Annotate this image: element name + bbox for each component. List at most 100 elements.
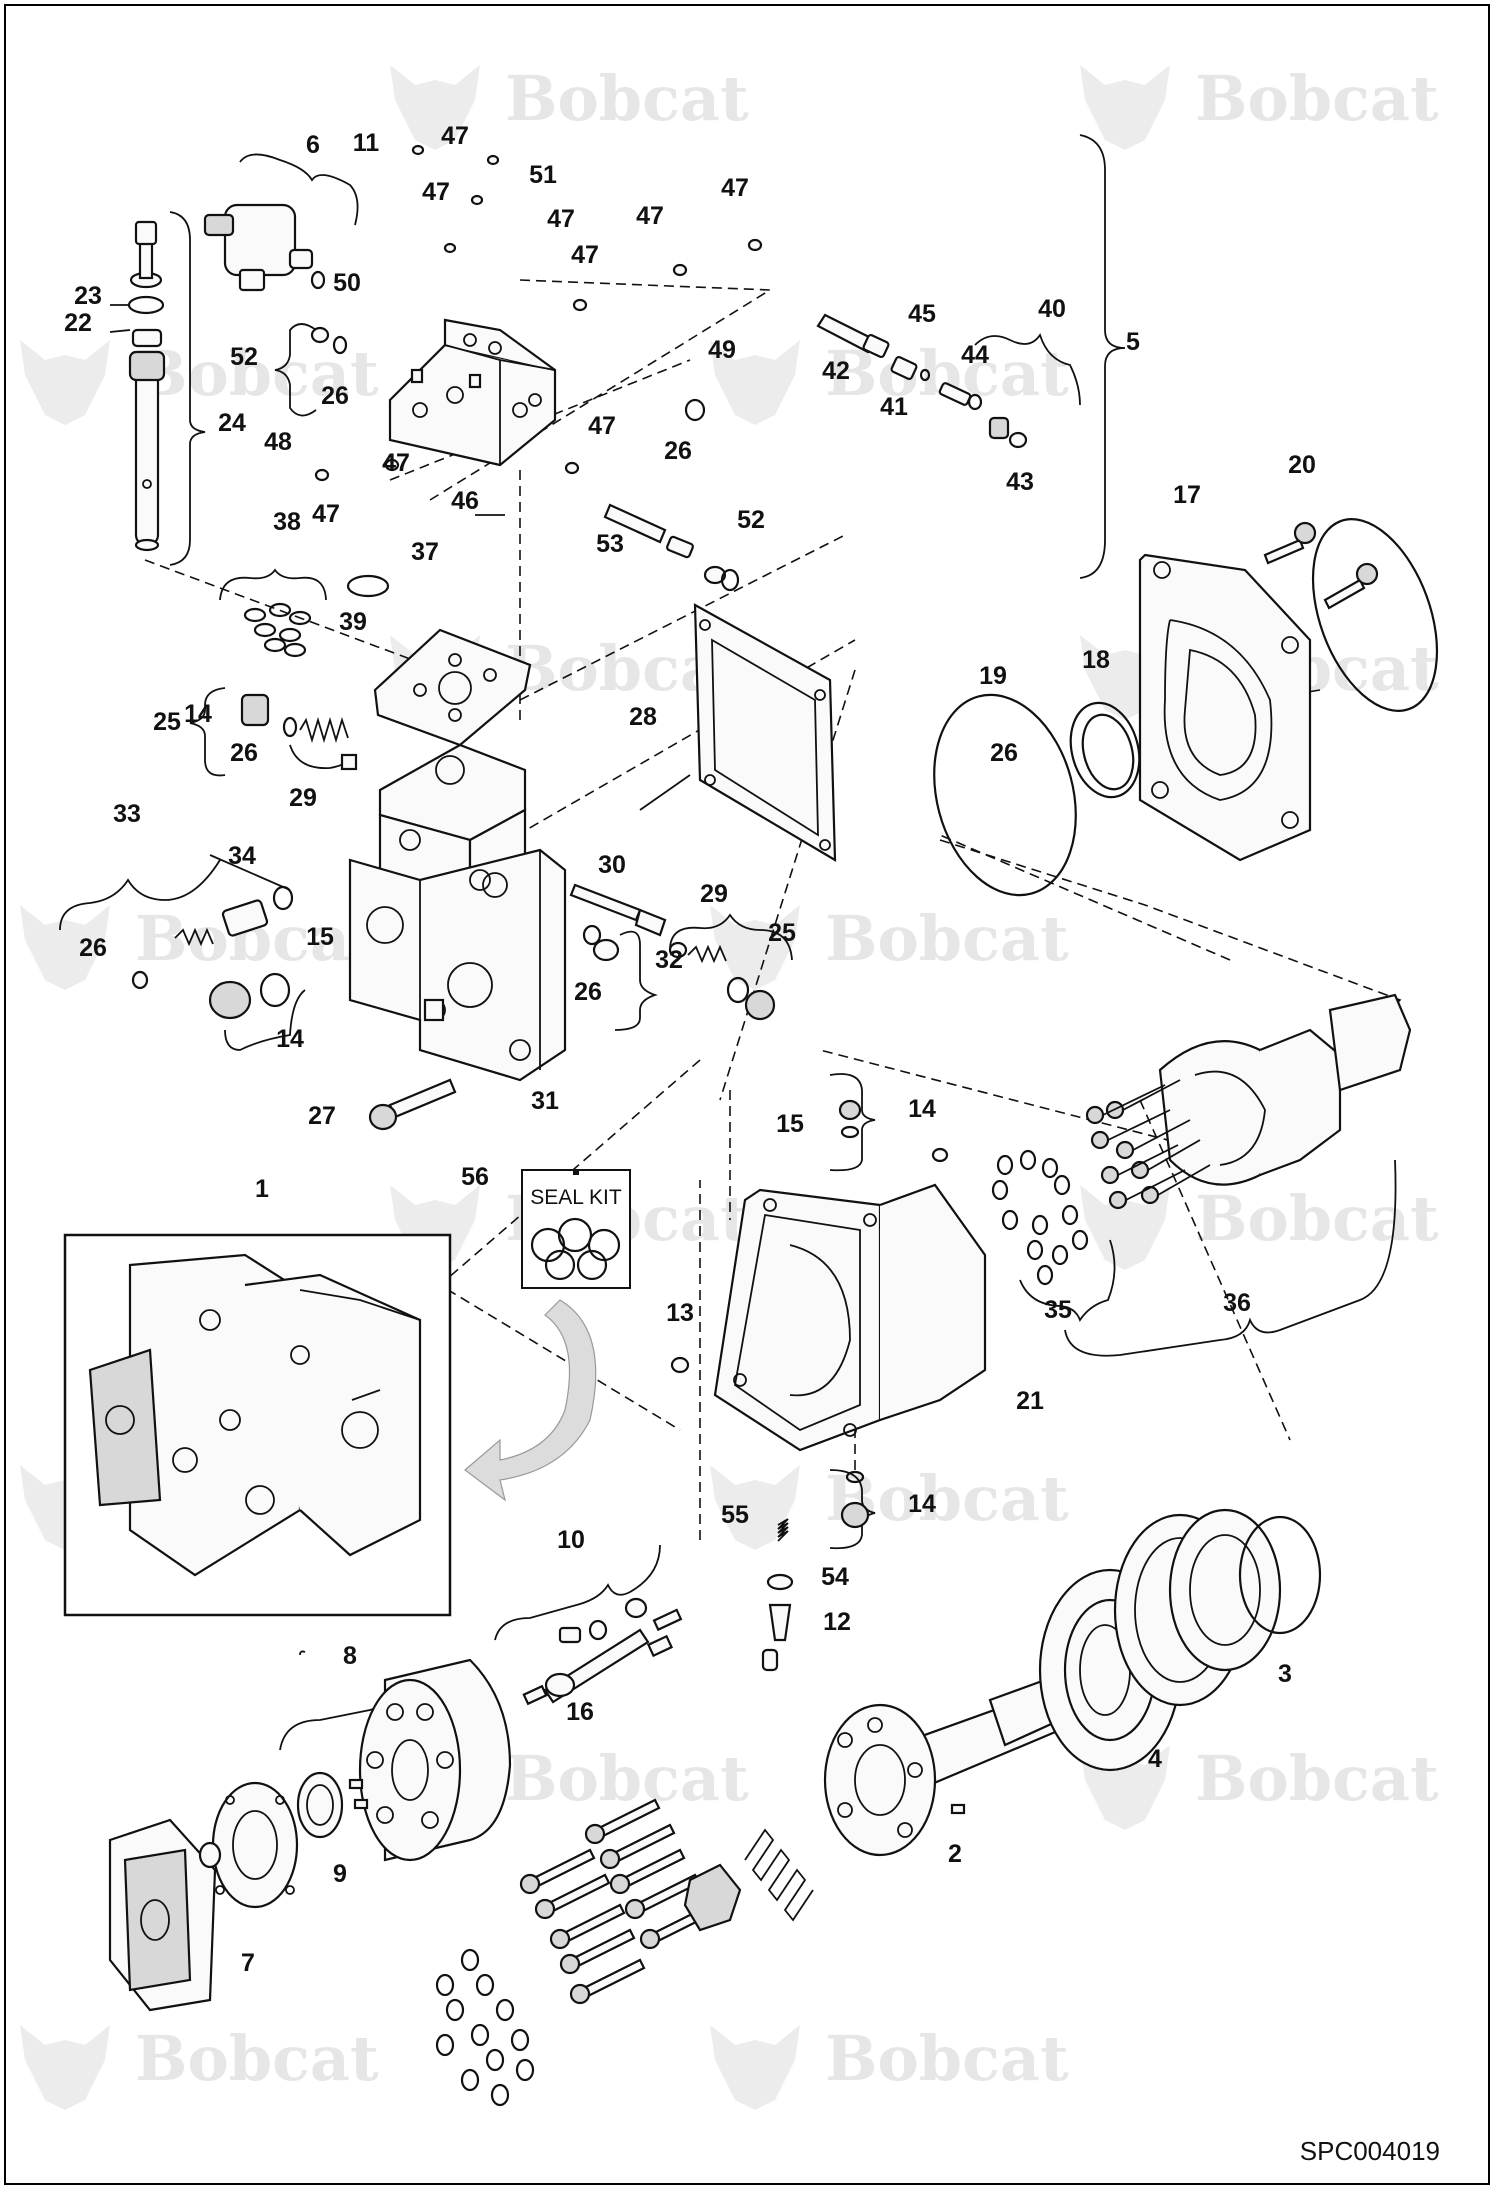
- part-22-23-washers: [127, 220, 165, 315]
- callout-2: 2: [948, 1840, 962, 1868]
- bolt-head: [569, 1983, 591, 2005]
- callout-52: 52: [737, 506, 765, 534]
- callout-18: 18: [1082, 646, 1110, 674]
- o-ring: [435, 1973, 455, 1997]
- watermark-text: Bobcat: [1195, 62, 1439, 135]
- callout-34: 34: [228, 842, 256, 870]
- bolt-head: [609, 1873, 631, 1895]
- watermark-logo: Bobcat: [710, 2022, 1069, 2110]
- callout-22: 22: [64, 309, 92, 337]
- watermark-logo: Bobcat: [20, 2022, 379, 2110]
- callout-27: 27: [308, 1102, 336, 1130]
- bolt-head: [624, 1898, 646, 1920]
- o-ring: [490, 2083, 510, 2107]
- part-36-rotary-group: [1158, 993, 1412, 1186]
- callout-33: 33: [113, 800, 141, 828]
- o-ring: [485, 2048, 505, 2072]
- callout-26: 26: [574, 978, 602, 1006]
- part-46-valve-block: [388, 318, 557, 467]
- callout-26: 26: [664, 437, 692, 465]
- part-27-bolt: [368, 1078, 457, 1131]
- callout-14: 14: [276, 1025, 304, 1053]
- callout-47: 47: [588, 412, 616, 440]
- assembly-arrow: [464, 1299, 597, 1502]
- callout-24: 24: [218, 409, 246, 437]
- callout-47: 47: [441, 122, 469, 150]
- callout-28: 28: [629, 703, 657, 731]
- callout-15: 15: [776, 1110, 804, 1138]
- bobcat-head-icon: [390, 65, 480, 150]
- part-6-solenoid: [203, 203, 326, 292]
- callout-39: 39: [339, 608, 367, 636]
- bobcat-head-icon: [20, 340, 110, 425]
- callout-13: 13: [666, 1299, 694, 1327]
- callout-14: 14: [908, 1095, 936, 1123]
- callout-29: 29: [700, 880, 728, 908]
- callout-48: 48: [264, 428, 292, 456]
- watermark-text: Bobcat: [1195, 1182, 1439, 1255]
- part-30-spool: [569, 883, 667, 962]
- part-10-16-center-pin: [522, 1597, 683, 1706]
- o-ring: [470, 2023, 490, 2047]
- seal-kit-label: SEAL KIT: [530, 1186, 622, 1209]
- callout-29: 29: [289, 784, 317, 812]
- callout-21: 21: [1016, 1387, 1044, 1415]
- part-19-large-oring: [933, 693, 1077, 897]
- watermark-logo: Bobcat: [1080, 1742, 1439, 1830]
- callout-8: 8: [343, 1642, 357, 1670]
- watermark-text: Bobcat: [135, 337, 379, 410]
- part-25-29-plug-spring: [240, 693, 358, 771]
- bolt-head: [549, 1928, 571, 1950]
- watermark-text: Bobcat: [135, 2022, 379, 2095]
- bolt-head: [534, 1898, 556, 1920]
- callout-50: 50: [333, 269, 361, 297]
- callout-51: 51: [529, 161, 557, 189]
- callout-4: 4: [1148, 1745, 1162, 1773]
- callout-25: 25: [153, 708, 181, 736]
- watermark-logo: Bobcat: [390, 62, 749, 150]
- alignment-lines: [144, 279, 1402, 1540]
- callout-47: 47: [547, 205, 575, 233]
- callout-47: 47: [422, 178, 450, 206]
- part-14-15-plugs-housing: [670, 1099, 949, 1529]
- watermark-text: Bobcat: [505, 1742, 749, 1815]
- callout-47: 47: [636, 202, 664, 230]
- callout-20: 20: [1288, 451, 1316, 479]
- callout-26: 26: [79, 934, 107, 962]
- bolt-head: [584, 1823, 606, 1845]
- callout-15: 15: [306, 923, 334, 951]
- bobcat-head-icon: [20, 2025, 110, 2110]
- callout-47: 47: [571, 241, 599, 269]
- callout-26: 26: [321, 382, 349, 410]
- o-ring: [460, 1948, 480, 1972]
- callout-45: 45: [908, 300, 936, 328]
- bolt-head: [639, 1928, 661, 1950]
- callout-30: 30: [598, 851, 626, 879]
- callout-42: 42: [822, 357, 850, 385]
- part-28-gasket: [693, 603, 837, 862]
- bolt-head: [559, 1953, 581, 1975]
- part-20-bolts: [1263, 518, 1439, 712]
- callout-47: 47: [721, 174, 749, 202]
- callout-55: 55: [721, 1501, 749, 1529]
- callout-1: 1: [255, 1175, 269, 1203]
- callout-14: 14: [908, 1490, 936, 1518]
- callout-11: 11: [353, 129, 380, 157]
- callout-23: 23: [74, 282, 102, 310]
- callout-9: 9: [333, 1860, 347, 1888]
- callout-38: 38: [273, 508, 301, 536]
- callout-44: 44: [961, 341, 989, 369]
- seal-kit-box: SEAL KIT: [521, 1169, 631, 1289]
- callout-54: 54: [821, 1563, 849, 1591]
- callout-5: 5: [1126, 328, 1140, 356]
- o-ring: [495, 1998, 515, 2022]
- callout-36: 36: [1223, 1289, 1251, 1317]
- o-ring: [435, 2033, 455, 2057]
- callout-56: 56: [461, 1163, 489, 1191]
- callout-37: 37: [411, 538, 439, 566]
- bobcat-head-icon: [710, 340, 800, 425]
- callout-17: 17: [1173, 481, 1201, 509]
- part-53-spool: [603, 503, 740, 592]
- callout-47: 47: [312, 500, 340, 528]
- part-9-valve-plate: [211, 1781, 299, 1909]
